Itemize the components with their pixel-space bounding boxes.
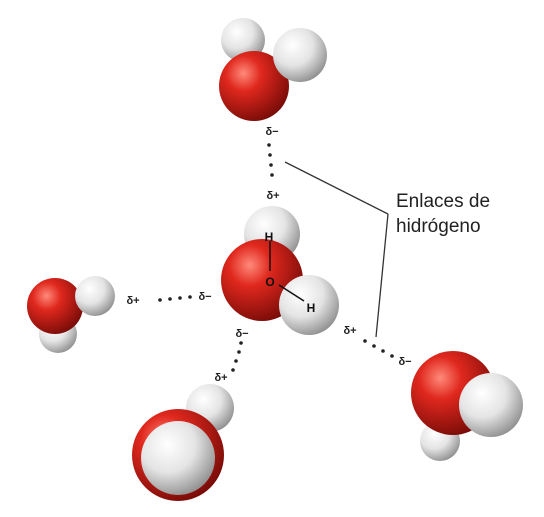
water-molecule-central: H O H <box>221 206 339 335</box>
water-molecule-right <box>411 351 523 461</box>
hydrogen-label-top: H <box>265 230 274 244</box>
leader-line-top <box>284 161 389 215</box>
bond-left <box>158 295 192 302</box>
callout-label-line1: Enlaces de <box>396 191 490 212</box>
oxygen-atom <box>219 51 289 121</box>
oxygen-label: O <box>265 275 274 289</box>
covalent-bond-line <box>278 284 305 302</box>
hydrogen-bond-dots <box>158 143 394 372</box>
hydrogen-atom <box>459 373 523 437</box>
charge-top-plus: δ+ <box>266 190 279 202</box>
leader-line-right <box>375 213 389 338</box>
hydrogen-atom <box>141 421 215 495</box>
charge-bottom-plus: δ+ <box>214 372 227 384</box>
hydrogen-label-right: H <box>307 301 316 315</box>
charge-top-minus: δ− <box>265 126 278 138</box>
water-molecule-top <box>219 18 327 121</box>
bond-right <box>363 339 394 358</box>
charge-left-minus: δ− <box>198 291 211 303</box>
charge-center-minus: δ− <box>235 328 248 340</box>
oxygen-atom <box>27 278 83 334</box>
charge-right-plus: δ+ <box>343 325 356 337</box>
callout-leader-lines <box>284 161 389 338</box>
hydrogen-atom <box>273 28 327 82</box>
hydrogen-atom <box>75 276 115 316</box>
callout-label-line2: hidrógeno <box>396 216 481 237</box>
charge-right-minus: δ− <box>398 356 411 368</box>
hydrogen-atom-right <box>279 275 339 335</box>
water-molecule-bottom <box>132 384 234 501</box>
bond-top <box>267 143 274 177</box>
water-molecule-left <box>27 276 115 353</box>
bond-bottom <box>231 341 243 372</box>
charge-left-plus: δ+ <box>126 295 139 307</box>
